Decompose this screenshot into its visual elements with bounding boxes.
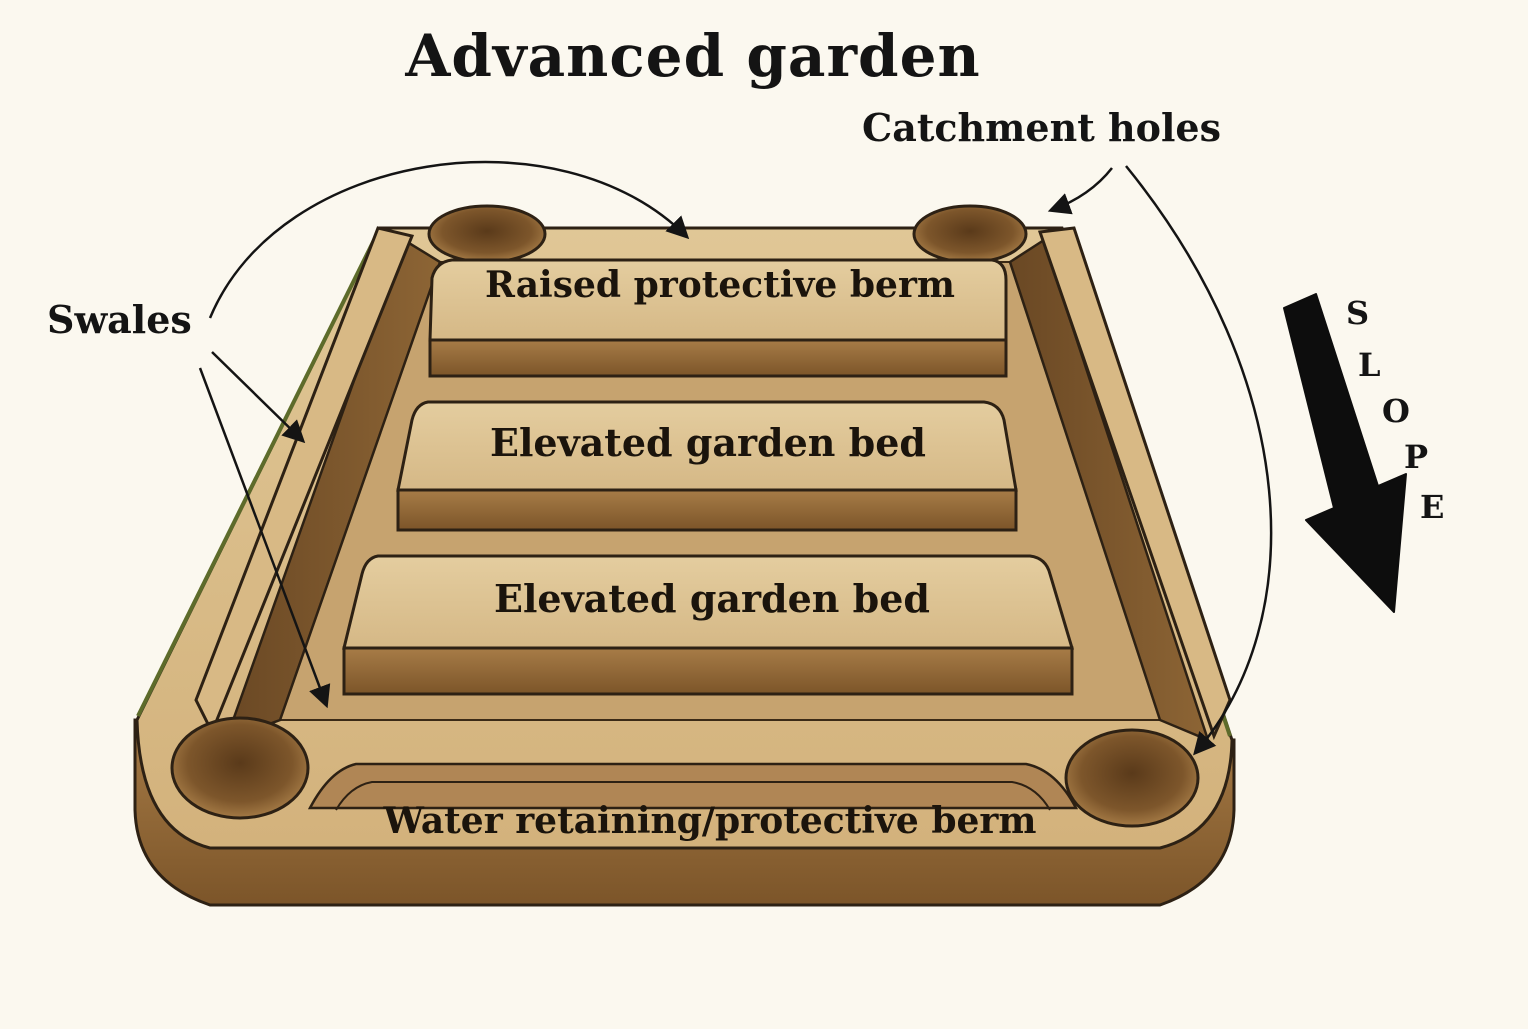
water-berm-label: Water retaining/protective berm: [383, 800, 1037, 842]
swales-arrow-bottom: [198, 367, 331, 709]
slope-letter-o: O: [1382, 392, 1410, 430]
swales-arrow-left-ridge: [211, 351, 306, 444]
garden-bed-lower-top: [342, 554, 1075, 650]
swales-arrow-curve: [208, 160, 690, 319]
catchment-hole-top-right: [912, 204, 1028, 264]
slope-letter-e: E: [1420, 488, 1445, 526]
water-berm-inner-ridge: [335, 781, 1051, 811]
catchment-hole-bottom-right: [1064, 728, 1200, 828]
catchment-hole-bottom-left: [170, 716, 310, 820]
grass-edge-left: [136, 231, 380, 717]
garden-bed-upper-top: [396, 400, 1018, 492]
right-swale-ridge: [1037, 226, 1232, 741]
raised-berm-side: [428, 338, 1008, 378]
catchment-arrow-top: [1047, 167, 1113, 215]
raised-berm-label: Raised protective berm: [484, 264, 956, 306]
raised-berm-top: [428, 258, 1008, 342]
garden-bed-upper-label: Elevated garden bed: [490, 420, 926, 465]
slope-letter-s: S: [1346, 294, 1370, 332]
catchment-hole-top-left: [427, 204, 547, 264]
catchment-holes-label: Catchment holes: [862, 105, 1221, 150]
garden-bed-upper-side: [396, 488, 1018, 532]
garden-bed-lower-side: [342, 646, 1074, 696]
diagram-title: Advanced garden: [405, 22, 981, 90]
slope-letter-p: P: [1404, 438, 1429, 476]
slope-letter-l: L: [1358, 346, 1381, 384]
catchment-arrow-bottom: [1125, 165, 1273, 756]
slope-arrow: [1283, 293, 1407, 613]
swales-label: Swales: [47, 297, 192, 342]
left-swale: [223, 238, 442, 743]
garden-bed-lower-label: Elevated garden bed: [494, 576, 930, 621]
water-berm-channel: [307, 762, 1079, 810]
